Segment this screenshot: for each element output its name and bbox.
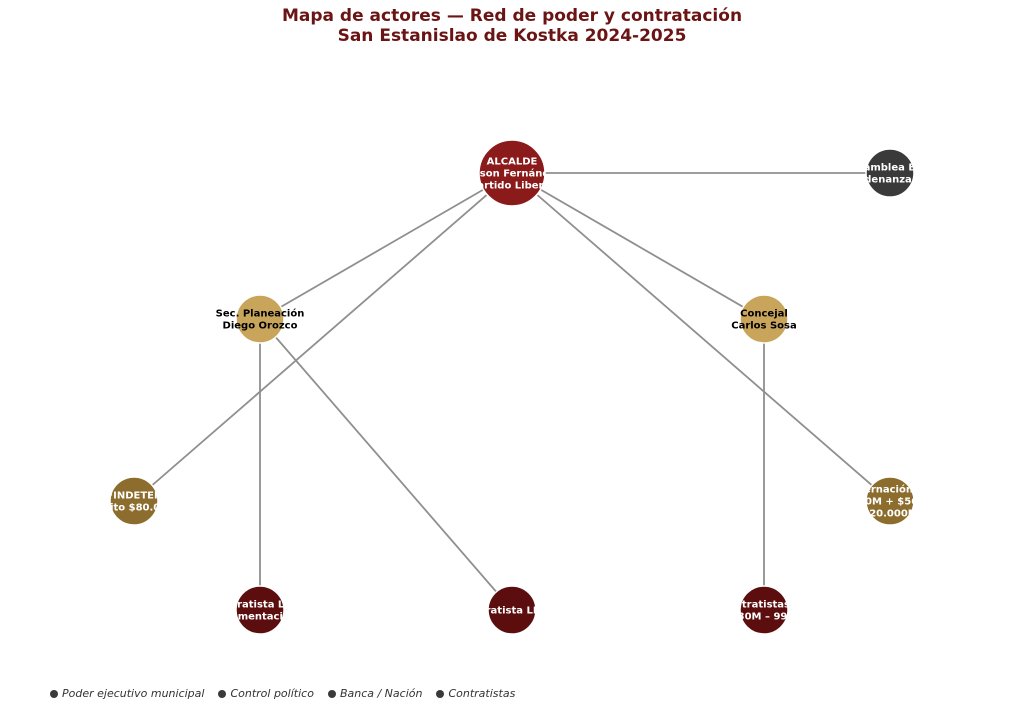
node-asamblea[interactable]: Asamblea Bol.Ordenanza 38 — [850, 148, 930, 198]
edge-alcalde-gobernacion — [511, 172, 891, 502]
node-label-line: $20.000M — [862, 509, 918, 520]
node-label-line: Contratista LP 01 — [211, 600, 309, 611]
node-contratistas_d[interactable]: Contratistas de$30M – 99M — [721, 585, 808, 635]
node-label-line: Asamblea Bol. — [850, 163, 930, 174]
node-gobernacion[interactable]: Gobernación Bol.$30M + $56.2$20.000M — [842, 476, 938, 526]
node-circle — [478, 139, 546, 207]
node-label-line: Diego Orozco — [223, 321, 298, 332]
node-circle — [235, 585, 285, 635]
legend-dot-icon — [327, 689, 336, 698]
node-contratista_lp[interactable]: Contratista LP 002 — [459, 585, 564, 635]
node-label-line: Ordenanza 38 — [851, 175, 929, 186]
legend-dot-icon — [50, 689, 58, 698]
node-circle — [865, 148, 915, 198]
node-label-line: Alimentación — [223, 611, 297, 623]
legend-label: Contratistas — [448, 687, 516, 700]
legend: Poder ejecutivo municipal Control políti… — [50, 687, 515, 700]
node-circle — [487, 585, 537, 635]
node-label-line: Carlos Sosa — [731, 321, 797, 332]
node-circle — [109, 476, 159, 526]
title-line-1: Mapa de actores — Red de poder y contrat… — [281, 6, 743, 26]
legend-dot-icon — [218, 689, 227, 698]
node-label-line: Gobernación Bol. — [842, 484, 938, 496]
node-circle — [865, 476, 915, 526]
legend-dot-icon — [436, 689, 445, 698]
node-label-line: $30M + $56.2 — [851, 497, 929, 508]
node-circle — [739, 585, 789, 635]
node-label-group: Contratista LP 002 — [459, 606, 564, 617]
node-label-line: $30M – 99M — [731, 612, 798, 623]
legend-item-banca: Banca / Nación — [327, 687, 423, 700]
legend-item-control: Control político — [218, 687, 314, 700]
node-label-group: Asamblea Bol.Ordenanza 38 — [850, 163, 930, 186]
node-label-line: Sec. Planeación — [216, 308, 305, 320]
legend-label: Control político — [230, 687, 314, 700]
edge-alcalde-findeter — [133, 172, 513, 502]
title-line-2: San Estanislao de Kostka 2024-2025 — [337, 26, 687, 46]
node-label-line: ALCALDE — [487, 157, 538, 168]
node-label-line: Wilson Fernández — [462, 168, 562, 180]
node-label-line: Contratista LP 002 — [459, 606, 564, 617]
node-label-line: Partido Liberal — [470, 181, 553, 192]
node-label-line: Concejal — [740, 309, 788, 320]
node-label-line: Contratistas de — [721, 600, 808, 611]
node-circle — [739, 294, 789, 344]
edge-sec_planeacion-contratista_lp — [259, 318, 513, 611]
legend-label: Poder ejecutivo municipal — [62, 687, 205, 700]
edges-layer — [133, 172, 891, 611]
node-circle — [235, 294, 285, 344]
node-label-group: Gobernación Bol.$30M + $56.2$20.000M — [842, 484, 938, 520]
edge-alcalde-sec_planeacion — [259, 172, 513, 320]
legend-item-ejecutivo: Poder ejecutivo municipal — [50, 687, 204, 700]
legend-label: Banca / Nación — [339, 687, 423, 700]
legend-item-contratistas: Contratistas — [436, 687, 515, 700]
node-label-group: Contratistas de$30M – 99M — [721, 600, 808, 623]
diagram-title: Mapa de actores — Red de poder y contrat… — [0, 6, 1024, 46]
node-label-line: Crédito $80.000M — [84, 502, 184, 514]
edge-alcalde-concejal — [511, 172, 765, 320]
node-label-line: FINDETER — [106, 491, 162, 502]
